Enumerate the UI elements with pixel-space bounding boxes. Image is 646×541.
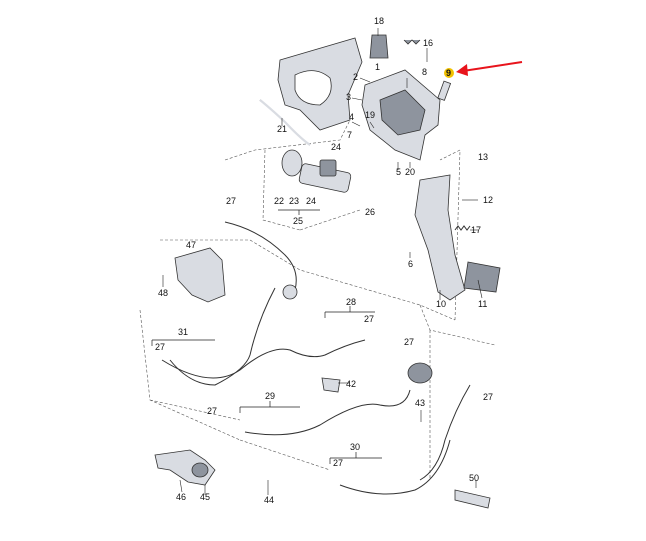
callout-19: 19 bbox=[365, 110, 375, 120]
callout-27e: 27 bbox=[207, 406, 217, 416]
leader-lines bbox=[162, 28, 483, 495]
hydraulic-line-mid bbox=[169, 287, 276, 386]
release-unit-bore bbox=[191, 462, 209, 478]
callout-48: 48 bbox=[158, 288, 168, 298]
callout-13: 13 bbox=[478, 152, 488, 162]
callout-30: 30 bbox=[350, 442, 360, 452]
pedal-pad bbox=[463, 261, 501, 293]
hydraulic-line-upper bbox=[224, 221, 297, 291]
bulkhead-plate-cutout bbox=[294, 70, 332, 106]
callout-26: 26 bbox=[365, 207, 375, 217]
callout-27d: 27 bbox=[404, 337, 414, 347]
callout-27c: 27 bbox=[364, 314, 374, 324]
pedal-bracket-shadow bbox=[379, 89, 426, 136]
seal-ring bbox=[281, 149, 303, 177]
hydraulic-line-31 bbox=[161, 339, 366, 379]
pointer-arrow bbox=[462, 61, 523, 72]
assembly-boundary bbox=[139, 119, 496, 480]
slave-cylinder bbox=[407, 362, 433, 384]
callout-42: 42 bbox=[346, 379, 356, 389]
callout-29: 29 bbox=[265, 391, 275, 401]
callout-1: 1 bbox=[375, 62, 380, 72]
callout-11: 11 bbox=[478, 299, 487, 309]
callout-50: 50 bbox=[469, 473, 479, 483]
spring-16 bbox=[403, 39, 421, 45]
callout-2: 2 bbox=[353, 72, 358, 82]
highlight-marker bbox=[444, 68, 454, 78]
callout-47: 47 bbox=[186, 240, 196, 250]
callout-10: 10 bbox=[436, 299, 446, 309]
callout-43: 43 bbox=[415, 398, 425, 408]
callout-45: 45 bbox=[200, 492, 210, 502]
master-cylinder-reservoir bbox=[319, 159, 337, 177]
pointer-arrow-head bbox=[456, 64, 468, 76]
callout-24b: 24 bbox=[306, 196, 316, 206]
callout-27a: 27 bbox=[226, 196, 236, 206]
hose-inner bbox=[259, 99, 311, 146]
callout-23: 23 bbox=[289, 196, 299, 206]
callout-25: 25 bbox=[293, 216, 303, 226]
callout-31: 31 bbox=[178, 327, 188, 337]
callout-28: 28 bbox=[346, 297, 356, 307]
callout-7: 7 bbox=[347, 130, 352, 140]
callout-27g: 27 bbox=[333, 458, 343, 468]
hydraulic-line-right bbox=[419, 384, 471, 481]
callout-4: 4 bbox=[349, 112, 354, 122]
callout-16: 16 bbox=[423, 38, 433, 48]
callout-22: 22 bbox=[274, 196, 284, 206]
callout-9: 9 bbox=[446, 68, 451, 78]
callout-24a: 24 bbox=[331, 142, 341, 152]
callout-17: 17 bbox=[471, 225, 481, 235]
grease-tube bbox=[454, 489, 491, 509]
spring bbox=[454, 225, 471, 231]
callout-21: 21 bbox=[277, 124, 287, 134]
group-brackets bbox=[151, 209, 382, 464]
hydraulic-line-30 bbox=[339, 439, 451, 495]
line-connector bbox=[282, 284, 298, 300]
clip bbox=[321, 377, 341, 393]
callout-18: 18 bbox=[374, 16, 384, 26]
hydraulic-line-29 bbox=[244, 389, 411, 436]
callout-12: 12 bbox=[483, 195, 493, 205]
bushing-18 bbox=[369, 34, 389, 59]
callout-20: 20 bbox=[405, 167, 415, 177]
bolt bbox=[437, 80, 452, 101]
callout-8: 8 bbox=[422, 67, 427, 77]
callout-27f: 27 bbox=[483, 392, 493, 402]
callout-27b: 27 bbox=[155, 342, 165, 352]
callout-6: 6 bbox=[408, 259, 413, 269]
callout-3: 3 bbox=[346, 92, 351, 102]
callout-labels: 18 16 9 8 1 2 3 21 4 19 7 24 5 20 13 12 … bbox=[155, 16, 493, 505]
bracket-plate bbox=[174, 247, 226, 303]
clutch-pedal-arm bbox=[414, 174, 466, 301]
callout-46: 46 bbox=[176, 492, 186, 502]
callout-5: 5 bbox=[396, 167, 401, 177]
callout-44: 44 bbox=[264, 495, 274, 505]
